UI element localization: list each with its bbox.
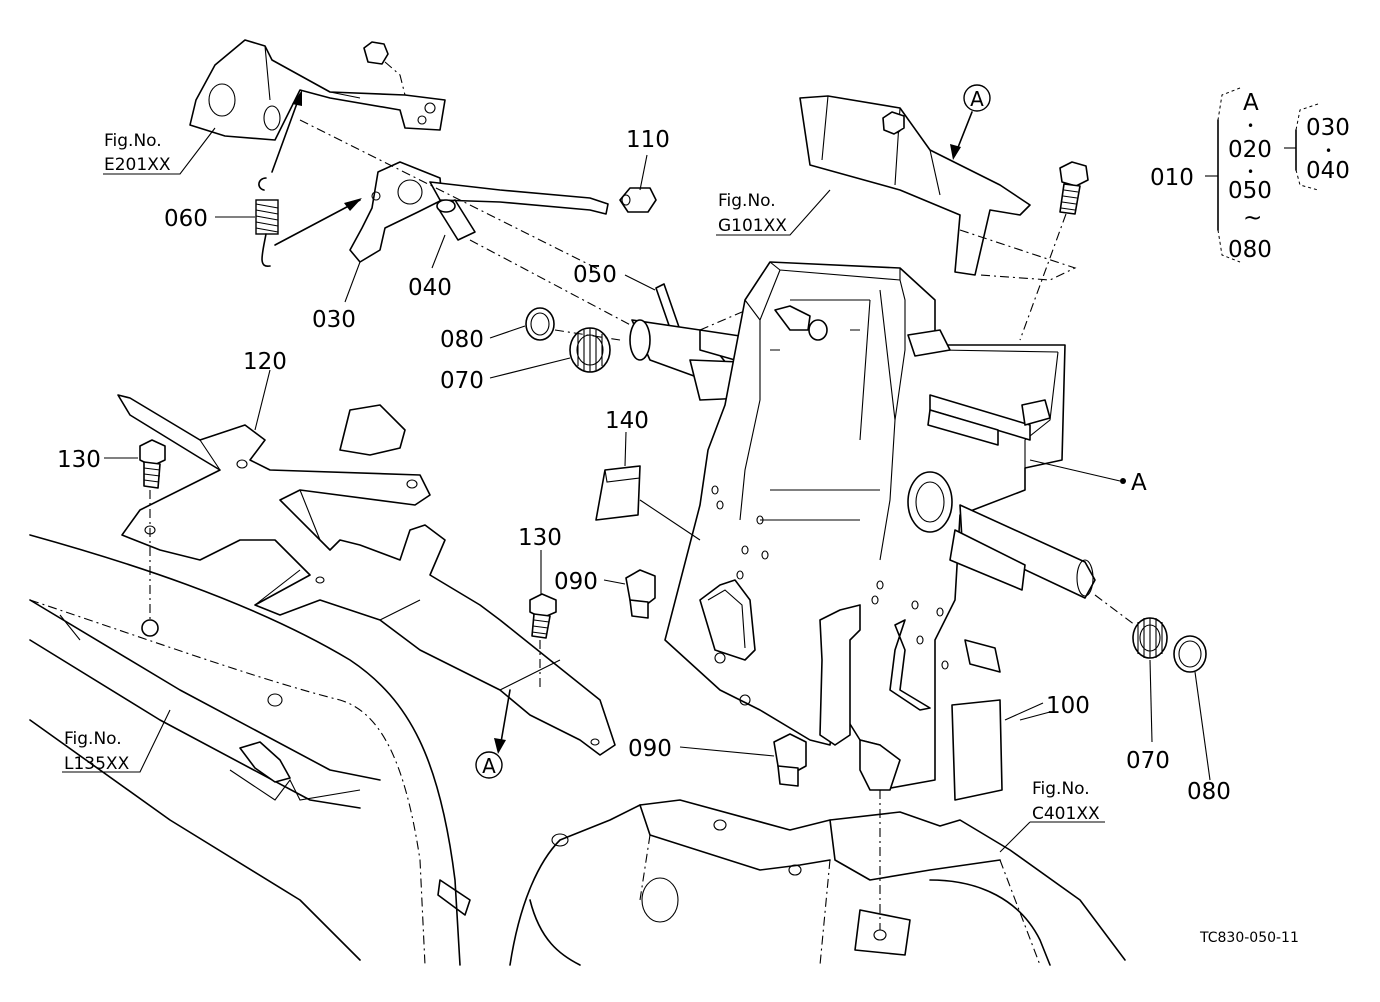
bearing-left-drawing bbox=[525, 307, 621, 373]
part-090-lower: 090 bbox=[628, 736, 672, 762]
marker-a-bottom: A bbox=[482, 754, 496, 778]
assembly-notation: 010 A • 020 • 050 ~ 080 030 • 040 bbox=[1150, 90, 1350, 263]
assembly-dot-1: • bbox=[1247, 119, 1254, 133]
lower-bracket-drawing bbox=[117, 394, 616, 756]
ref-e201-fig: Fig.No. bbox=[104, 131, 162, 151]
ref-c401-code: C401XX bbox=[1032, 804, 1100, 824]
assembly-020: 020 bbox=[1228, 137, 1272, 163]
figure-references: Fig.No. E201XX Fig.No. G101XX Fig.No. L1… bbox=[64, 131, 1100, 824]
main-frame-drawing bbox=[664, 261, 1096, 791]
part-070-left: 070 bbox=[440, 368, 484, 394]
spring-drawing bbox=[255, 90, 362, 267]
ref-c401-fig: Fig.No. bbox=[1032, 779, 1090, 799]
assembly-030: 030 bbox=[1306, 115, 1350, 141]
part-050: 050 bbox=[573, 262, 617, 288]
ref-l135-fig: Fig.No. bbox=[64, 729, 122, 749]
chassis-frame-drawing bbox=[29, 534, 471, 966]
top-bracket-drawing bbox=[189, 39, 446, 141]
leader-lines bbox=[62, 127, 1211, 853]
ref-g101-fig: Fig.No. bbox=[718, 191, 776, 211]
part-030: 030 bbox=[312, 307, 356, 333]
part-080-left: 080 bbox=[440, 327, 484, 353]
marker-a-side: A bbox=[1131, 470, 1147, 496]
assembly-tilde: ~ bbox=[1243, 205, 1262, 231]
ref-g101-code: G101XX bbox=[718, 216, 787, 236]
part-numbers: 110 060 030 040 050 080 070 120 130 140 … bbox=[57, 127, 1231, 805]
part-140: 140 bbox=[605, 408, 649, 434]
part-040: 040 bbox=[408, 275, 452, 301]
part-130-left: 130 bbox=[57, 447, 101, 473]
upper-bracket-drawing bbox=[799, 95, 1089, 341]
assembly-080: 080 bbox=[1228, 237, 1272, 263]
marker-a-top: A bbox=[970, 87, 984, 111]
bearing-right-drawing bbox=[1094, 594, 1207, 673]
assembly-a: A bbox=[1243, 90, 1259, 116]
part-070-right: 070 bbox=[1126, 748, 1170, 774]
assembly-dot-2: • bbox=[1247, 165, 1254, 179]
part-130-right: 130 bbox=[518, 525, 562, 551]
assembly-040: 040 bbox=[1306, 158, 1350, 184]
assembly-notation-lines bbox=[1205, 87, 1319, 263]
drawing-code: TC830-050-11 bbox=[1199, 930, 1299, 946]
lever-drawing bbox=[299, 119, 657, 331]
assembly-root: 010 bbox=[1150, 165, 1194, 191]
part-120: 120 bbox=[243, 349, 287, 375]
transmission-case-drawing bbox=[509, 790, 1126, 966]
part-100: 100 bbox=[1046, 693, 1090, 719]
marker-graphics bbox=[475, 84, 1126, 779]
part-110: 110 bbox=[626, 127, 670, 153]
line-art bbox=[29, 39, 1319, 966]
part-090-upper: 090 bbox=[554, 569, 598, 595]
part-080-right: 080 bbox=[1187, 779, 1231, 805]
pad-drawing bbox=[595, 465, 1051, 801]
ref-l135-code: L135XX bbox=[64, 754, 130, 774]
markers: A A A bbox=[482, 87, 1147, 778]
ref-e201-code: E201XX bbox=[104, 155, 171, 175]
stopper-drawing bbox=[625, 569, 807, 787]
part-060: 060 bbox=[164, 206, 208, 232]
assembly-050: 050 bbox=[1228, 178, 1272, 204]
assembly-dot-3: • bbox=[1325, 144, 1332, 158]
